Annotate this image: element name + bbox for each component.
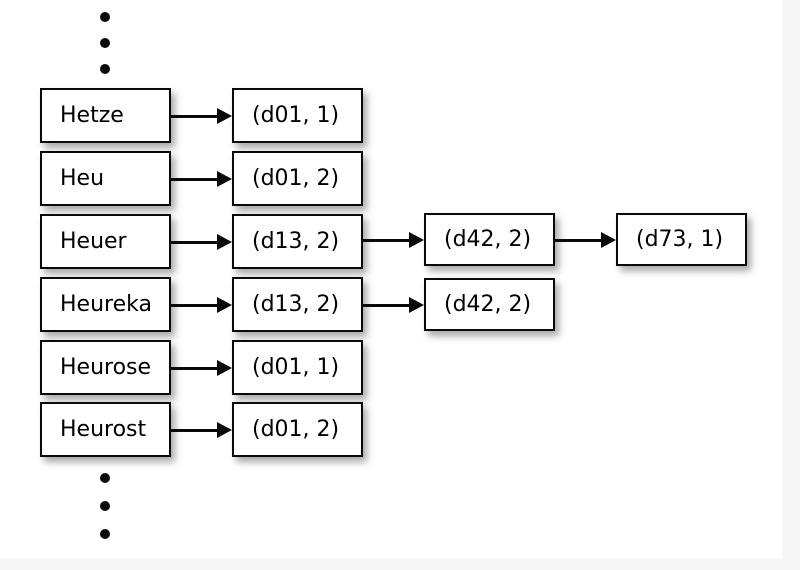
arrow-term-to-posting-0 xyxy=(170,108,232,124)
ellipsis-top-dot-1 xyxy=(100,12,110,22)
arrow-term-to-posting-5 xyxy=(170,422,232,438)
arrow-term-to-posting-2 xyxy=(170,234,232,250)
term-box-1[interactable]: Heu xyxy=(40,151,171,206)
posting-label: (d01, 2) xyxy=(252,165,340,191)
posting-box-5[interactable]: (d01, 2) xyxy=(232,402,363,457)
arrow-chain-mid-to-far xyxy=(554,232,616,248)
chain-box-far-0[interactable]: (d73, 1) xyxy=(616,213,747,266)
chain-box-mid-0[interactable]: (d42, 2) xyxy=(424,213,555,266)
posting-box-1[interactable]: (d01, 2) xyxy=(232,151,363,206)
posting-label: (d13, 2) xyxy=(252,291,340,317)
bottom-edge-band xyxy=(0,558,800,570)
term-box-5[interactable]: Heurost xyxy=(40,402,171,457)
term-box-4[interactable]: Heurose xyxy=(40,340,171,395)
chain-label: (d42, 2) xyxy=(444,291,532,317)
right-edge-band xyxy=(782,0,800,570)
term-label: Heurose xyxy=(60,354,152,380)
term-box-3[interactable]: Heureka xyxy=(40,277,171,332)
ellipsis-bottom-dot-3 xyxy=(100,529,110,539)
ellipsis-top-dot-2 xyxy=(100,38,110,48)
posting-box-0[interactable]: (d01, 1) xyxy=(232,88,363,143)
term-label: Heu xyxy=(60,165,105,191)
term-label: Heuer xyxy=(60,228,127,254)
arrow-term-to-posting-3 xyxy=(170,297,232,313)
posting-label: (d01, 1) xyxy=(252,354,340,380)
ellipsis-bottom-dot-1 xyxy=(100,473,110,483)
ellipsis-bottom-dot-2 xyxy=(100,501,110,511)
arrow-posting-to-chain-0 xyxy=(362,232,424,248)
ellipsis-top-dot-3 xyxy=(100,64,110,74)
term-label: Heureka xyxy=(60,291,152,317)
posting-box-3[interactable]: (d13, 2) xyxy=(232,277,363,332)
chain-label: (d73, 1) xyxy=(636,226,724,252)
chain-label: (d42, 2) xyxy=(444,226,532,252)
posting-label: (d13, 2) xyxy=(252,228,340,254)
arrow-term-to-posting-1 xyxy=(170,171,232,187)
term-label: Heurost xyxy=(60,416,147,442)
term-label: Hetze xyxy=(60,102,124,128)
term-box-0[interactable]: Hetze xyxy=(40,88,171,143)
posting-box-4[interactable]: (d01, 1) xyxy=(232,340,363,395)
posting-box-2[interactable]: (d13, 2) xyxy=(232,214,363,269)
term-box-2[interactable]: Heuer xyxy=(40,214,171,269)
posting-label: (d01, 1) xyxy=(252,102,340,128)
arrow-posting-to-chain-1 xyxy=(362,297,424,313)
arrow-term-to-posting-4 xyxy=(170,360,232,376)
posting-label: (d01, 2) xyxy=(252,416,340,442)
chain-box-mid-1[interactable]: (d42, 2) xyxy=(424,278,555,331)
